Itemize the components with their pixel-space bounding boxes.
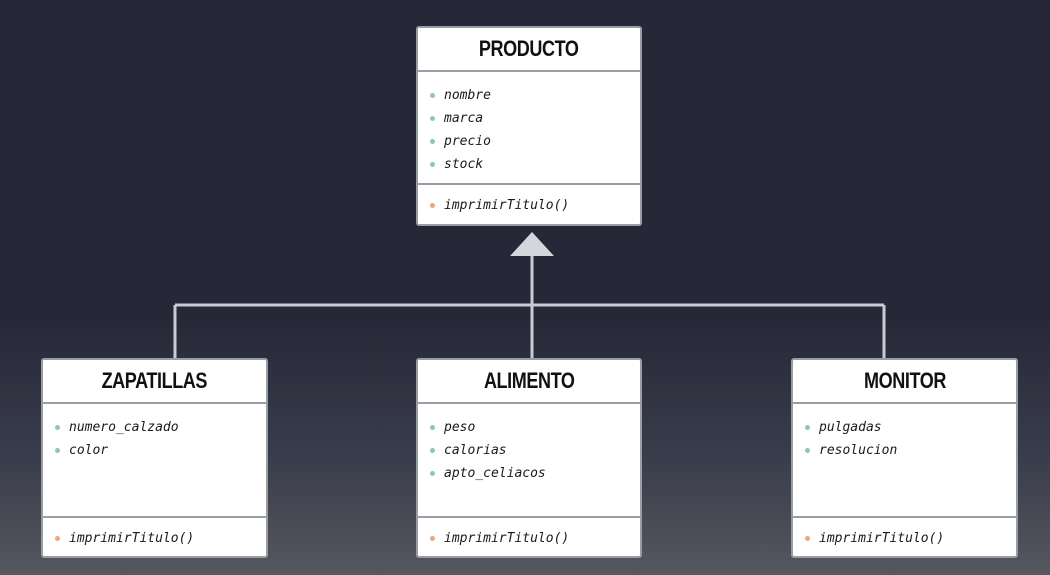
attribute-item: numero_calzado [55,416,266,439]
class-zapatillas-name: ZAPATILLAS [101,368,208,393]
attribute-item: nombre [430,84,640,107]
class-producto-name: PRODUCTO [479,36,579,61]
inheritance-arrowhead [510,232,554,256]
method-bullet-icon [55,536,60,541]
attribute-item: precio [430,130,640,153]
attribute-bullet-icon [430,93,435,98]
attribute-bullet-icon [805,448,810,453]
attribute-item: calorias [430,439,640,462]
class-monitor-name: MONITOR [863,368,946,393]
class-alimento-header: ALIMENTO [418,360,640,404]
attribute-bullet-icon [430,116,435,121]
attribute-item: resolucion [805,439,1016,462]
method-item: imprimirTitulo() [430,194,640,217]
class-zapatillas-methods: imprimirTitulo() [43,518,266,550]
attribute-bullet-icon [55,448,60,453]
class-alimento[interactable]: ALIMENTO peso calorias apto_celiacos imp… [416,358,642,558]
method-item: imprimirTitulo() [55,527,266,550]
attribute-bullet-icon [430,425,435,430]
attribute-bullet-icon [55,425,60,430]
attribute-item: apto_celiacos [430,462,640,485]
attribute-bullet-icon [430,162,435,167]
attribute-bullet-icon [430,448,435,453]
attribute-item: color [55,439,266,462]
class-producto-attributes: nombre marca precio stock [418,72,640,185]
class-zapatillas[interactable]: ZAPATILLAS numero_calzado color imprimir… [41,358,268,558]
class-alimento-attributes: peso calorias apto_celiacos [418,404,640,518]
attribute-item: peso [430,416,640,439]
method-item: imprimirTitulo() [430,527,640,550]
attribute-item: marca [430,107,640,130]
class-producto-methods: imprimirTitulo() [418,185,640,217]
attribute-bullet-icon [430,139,435,144]
attribute-item: stock [430,153,640,176]
attribute-item: pulgadas [805,416,1016,439]
method-bullet-icon [430,203,435,208]
attribute-bullet-icon [430,471,435,476]
class-producto-header: PRODUCTO [418,28,640,72]
method-bullet-icon [805,536,810,541]
class-alimento-name: ALIMENTO [483,368,575,393]
class-monitor-attributes: pulgadas resolucion [793,404,1016,518]
class-alimento-methods: imprimirTitulo() [418,518,640,550]
class-monitor-header: MONITOR [793,360,1016,404]
method-item: imprimirTitulo() [805,527,1016,550]
class-zapatillas-attributes: numero_calzado color [43,404,266,518]
method-bullet-icon [430,536,435,541]
class-monitor[interactable]: MONITOR pulgadas resolucion imprimirTitu… [791,358,1018,558]
attribute-bullet-icon [805,425,810,430]
class-producto[interactable]: PRODUCTO nombre marca precio stock impri… [416,26,642,226]
class-zapatillas-header: ZAPATILLAS [43,360,266,404]
class-monitor-methods: imprimirTitulo() [793,518,1016,550]
